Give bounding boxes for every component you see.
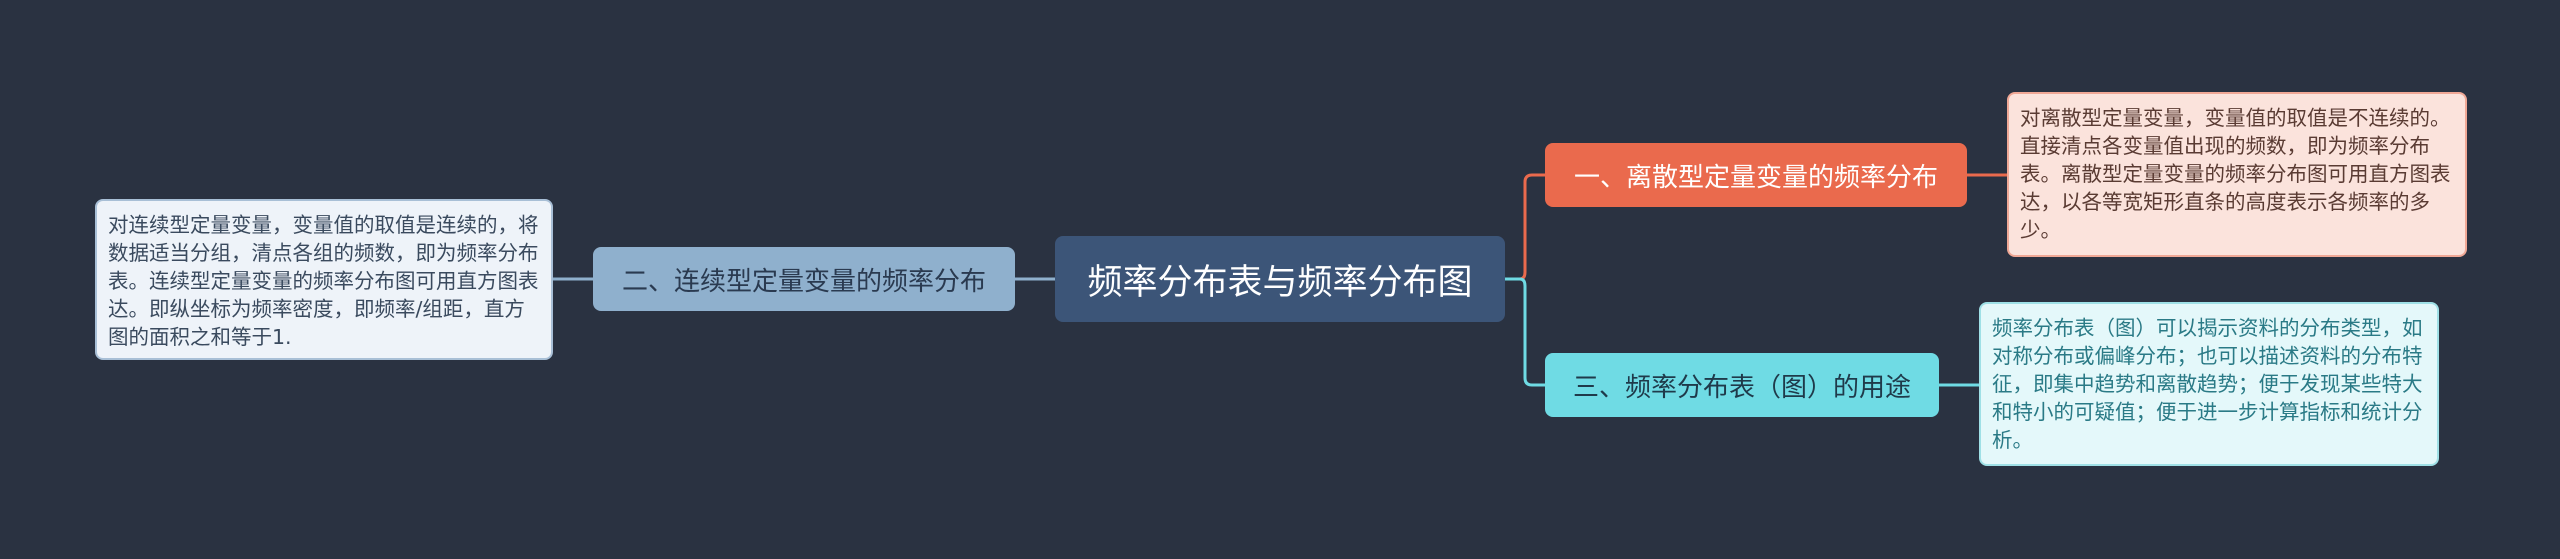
branch-table-usage[interactable]: 三、频率分布表（图）的用途 xyxy=(1545,353,1939,417)
branch-continuous-variable[interactable]: 二、连续型定量变量的频率分布 xyxy=(593,247,1015,311)
central-topic[interactable]: 频率分布表与频率分布图 xyxy=(1055,236,1505,322)
connector-center-usage xyxy=(1505,277,1545,387)
detail-continuous-variable[interactable]: 对连续型定量变量，变量值的取值是连续的，将数据适当分组，清点各组的频数，即为频率… xyxy=(95,199,553,360)
connector-center-discrete xyxy=(1505,173,1545,281)
detail-discrete-variable[interactable]: 对离散型定量变量，变量值的取值是不连续的。直接清点各变量值出现的频数，即为频率分… xyxy=(2007,92,2467,257)
branch-discrete-variable[interactable]: 一、离散型定量变量的频率分布 xyxy=(1545,143,1967,207)
detail-table-usage[interactable]: 频率分布表（图）可以揭示资料的分布类型，如对称分布或偏峰分布；也可以描述资料的分… xyxy=(1979,302,2439,466)
